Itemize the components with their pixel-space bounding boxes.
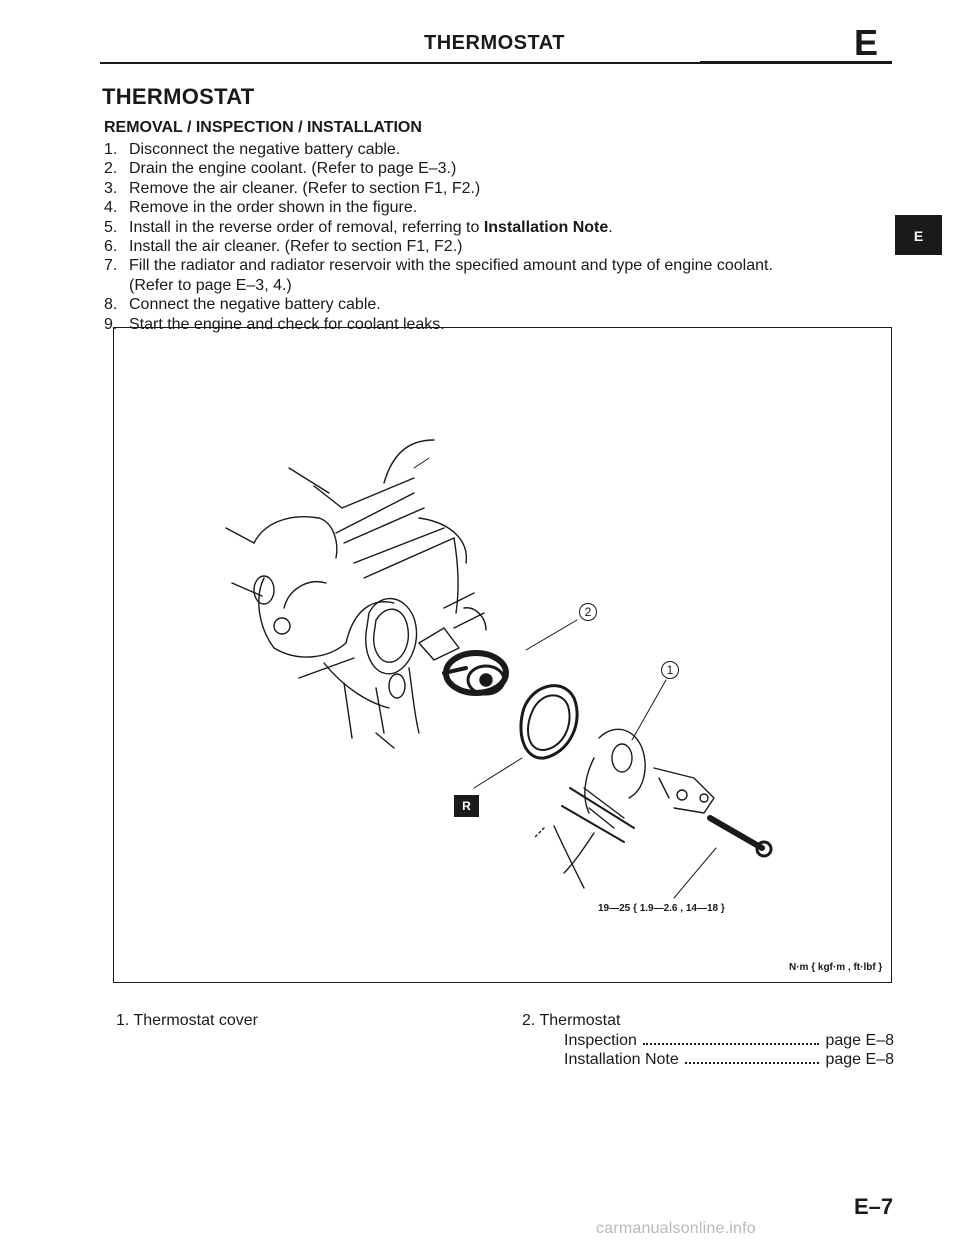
exploded-view-figure: 2 1 <box>113 327 892 983</box>
leader-lines <box>413 457 717 899</box>
step-item: 5.Install in the reverse order of remova… <box>104 218 613 236</box>
legend-item-thermostat-cover: 1. Thermostat cover <box>116 1012 258 1029</box>
replace-part-badge: R <box>454 795 479 817</box>
legend-item-thermostat: 2. Thermostat <box>522 1012 621 1029</box>
gasket-part <box>519 684 579 760</box>
running-header-section-letter: E <box>854 22 879 63</box>
step-item: 3.Remove the air cleaner. (Refer to sect… <box>104 179 481 197</box>
procedure-steps: 1.Disconnect the negative battery cable.… <box>104 140 864 334</box>
callout-1: 1 <box>661 661 679 679</box>
step-item: 2.Drain the engine coolant. (Refer to pa… <box>104 160 457 178</box>
page-title: THERMOSTAT <box>102 84 255 109</box>
installation-note-ref: Installation Note <box>483 218 609 236</box>
thermostat-part <box>442 650 509 696</box>
watermark: carmanualsonline.info <box>596 1220 756 1237</box>
page-number: E–7 <box>854 1194 894 1219</box>
running-header-title: THERMOSTAT <box>424 32 565 54</box>
section-tab: E <box>895 215 942 255</box>
step-item: 9.Start the engine and check for coolant… <box>104 315 445 333</box>
step-item: 6.Install the air cleaner. (Refer to sec… <box>104 238 463 256</box>
step-item: 4.Remove in the order shown in the figur… <box>104 199 418 217</box>
section-title: REMOVAL / INSPECTION / INSTALLATION <box>104 119 422 136</box>
step-item: 8.Connect the negative battery cable. <box>104 296 381 314</box>
torque-spec: 19—25 { 1.9—2.6 , 14—18 } <box>598 903 725 914</box>
step-continuation: (Refer to page E–3, 4.) <box>129 276 292 294</box>
thermostat-exploded-diagram <box>225 439 773 899</box>
header-rule <box>100 62 892 64</box>
step-item: 1.Disconnect the negative battery cable. <box>104 141 401 158</box>
engine-housing <box>225 439 487 749</box>
torque-units: N·m { kgf·m , ft·lbf } <box>789 962 883 973</box>
header-rule-accent <box>700 61 892 64</box>
callout-2: 2 <box>579 603 597 621</box>
bolt-part <box>707 815 773 858</box>
thermostat-cover-part <box>533 728 715 889</box>
step-item: 7.Fill the radiator and radiator reservo… <box>104 257 773 275</box>
